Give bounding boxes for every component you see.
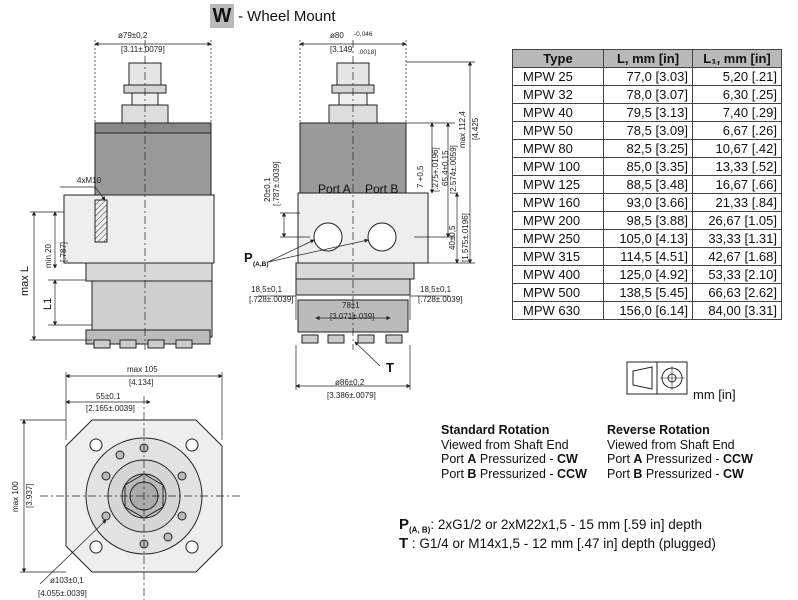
dim-d86-in: [3.386±.0079] xyxy=(327,391,376,400)
projection-symbol-icon xyxy=(626,361,688,395)
dim-h7: 7 +0,5 xyxy=(416,165,425,188)
dim-w185a: 18,5±0,1 xyxy=(251,285,283,294)
side-view-dimensions xyxy=(30,40,212,350)
dim-max100-in: [3.937] xyxy=(25,484,34,508)
dim-w185a-in: [.728±.0039] xyxy=(249,295,293,304)
dim-d80: ø80 xyxy=(330,31,344,40)
port-t-note: T : G1/4 or M14x1,5 - 12 mm [.47 in] dep… xyxy=(399,535,716,552)
dim-h40-in: [1.575±.0196] xyxy=(461,213,470,262)
dim-min20-in: [.787] xyxy=(59,242,68,262)
dim-d80-in: [3.149 xyxy=(330,45,353,54)
reverse-rotation: Reverse Rotation Viewed from Shaft End P… xyxy=(607,423,753,481)
end-view-dimensions xyxy=(20,372,240,600)
dim-h20: 20±0,1 xyxy=(263,177,272,202)
reverse-rotation-viewed: Viewed from Shaft End xyxy=(607,437,735,452)
port-a-label: Port A xyxy=(318,182,351,196)
dim-h65-in: [2.574±.0059] xyxy=(449,145,458,194)
dim-w78-in: [3.071±.039] xyxy=(330,312,374,321)
dim-h40: 40±0,5 xyxy=(448,225,457,250)
col-l1: L₁, mm [in] xyxy=(692,49,782,68)
dim-d80-tol: -0,046 xyxy=(354,31,373,38)
mount-title: - Wheel Mount xyxy=(238,8,336,25)
dim-d80-in-tol: .0018] xyxy=(358,49,376,56)
port-p-sub: (A,B) xyxy=(253,261,269,268)
dim-max-l: max L xyxy=(19,266,31,296)
standard-rotation-port-b: Port B Pressurized - CCW xyxy=(441,466,587,481)
dim-max105-in: [4.134] xyxy=(129,378,153,387)
dim-m10: 4xM10 xyxy=(77,176,102,185)
dim-max100: max 100 xyxy=(11,481,20,512)
front-view-dimensions xyxy=(258,40,475,390)
dim-max105: max 105 xyxy=(127,365,158,374)
standard-rotation-viewed: Viewed from Shaft End xyxy=(441,437,569,452)
standard-rotation: Standard Rotation Viewed from Shaft End … xyxy=(441,423,587,481)
dim-h65: 65,4±0,15 xyxy=(441,150,450,186)
col-type: Type xyxy=(512,49,604,68)
dim-h112-in: [4.425 xyxy=(471,117,480,140)
dim-h112: max 112,4 xyxy=(458,111,467,148)
dim-w55-in: [2.165±.0039] xyxy=(86,404,135,413)
port-t-label: T xyxy=(386,360,394,375)
mount-type-badge: W xyxy=(210,4,234,28)
dim-l1: L1 xyxy=(42,298,54,310)
dim-w185b-in: [.728±.0039] xyxy=(418,295,462,304)
port-b-label: Port B xyxy=(365,182,398,196)
dim-w55: 55±0,1 xyxy=(96,392,121,401)
col-l: L, mm [in] xyxy=(603,49,693,68)
dim-h20-in: [.787±.0039] xyxy=(272,162,281,206)
dim-d79-in: [3.11±.0079] xyxy=(121,45,165,54)
dim-w78: 78±1 xyxy=(342,301,360,310)
reverse-rotation-port-a: Port A Pressurized - CCW xyxy=(607,452,753,466)
port-p-note: P(A, B): 2xG1/2 or 2xM22x1,5 - 15 mm [.5… xyxy=(399,516,702,535)
dim-d79: ø79±0,2 xyxy=(118,31,148,40)
reverse-rotation-title: Reverse Rotation xyxy=(607,423,710,437)
dim-min20: min 20 xyxy=(44,243,53,268)
dim-w185b: 18,5±0,1 xyxy=(420,285,452,294)
dim-d86: ø86±0,2 xyxy=(335,378,365,387)
dim-d103-in: [4.055±.0039] xyxy=(38,589,87,598)
standard-rotation-port-a: Port A Pressurized - CW xyxy=(441,452,578,466)
dim-h7-in: [.275+.0196] xyxy=(431,147,440,192)
units-label: mm [in] xyxy=(693,387,736,402)
dim-d103: ø103±0,1 xyxy=(50,576,84,585)
port-p-label: P xyxy=(244,250,253,265)
side-view xyxy=(63,62,215,349)
standard-rotation-title: Standard Rotation xyxy=(441,423,550,437)
reverse-rotation-port-b: Port B Pressurized - CW xyxy=(607,466,744,481)
front-view xyxy=(295,62,429,344)
